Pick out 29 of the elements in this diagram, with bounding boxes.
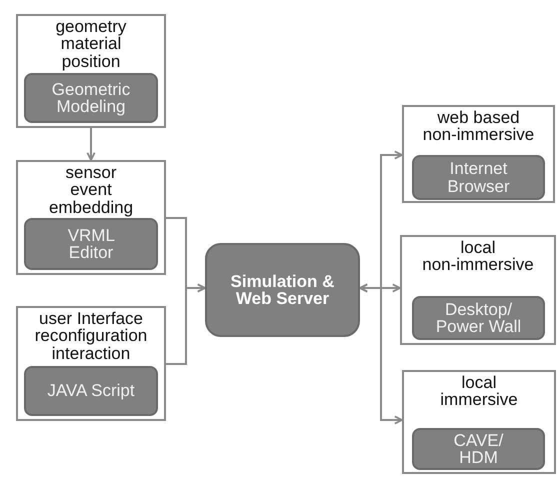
- process-box: [24, 73, 158, 123]
- arrow: [359, 284, 403, 424]
- arrow: [166, 284, 206, 365]
- group-box: [16, 160, 166, 275]
- arrow: [86, 128, 96, 161]
- node-label: Simulation & Web Server: [230, 272, 336, 308]
- process-box: [205, 243, 360, 337]
- node-label: Desktop/ Power Wall: [434, 300, 522, 336]
- box-heading: local non-immersive: [421, 239, 535, 274]
- group-box: [402, 105, 555, 203]
- group-box: [402, 370, 556, 474]
- node-label: Internet Browser: [446, 160, 511, 195]
- box-heading: geometry material position: [54, 18, 128, 70]
- box-heading: user Interface reconfiguration interaction: [34, 310, 148, 362]
- process-box: [412, 428, 545, 470]
- node-label: CAVE/ HDM: [452, 432, 504, 466]
- process-box: [24, 366, 158, 416]
- box-heading: local immersive: [439, 374, 519, 409]
- group-box: [16, 14, 166, 128]
- node-label: Geometric Modeling: [50, 80, 132, 116]
- group-box: [400, 235, 556, 345]
- box-heading: web based non-immersive: [422, 109, 536, 144]
- process-box: [24, 218, 158, 270]
- process-box: [412, 296, 545, 340]
- node-label: JAVA Script: [46, 382, 136, 400]
- box-heading: sensor event embedding: [48, 164, 134, 216]
- process-box: [412, 155, 545, 200]
- node-label: VRML Editor: [66, 226, 116, 262]
- group-box: [16, 306, 166, 421]
